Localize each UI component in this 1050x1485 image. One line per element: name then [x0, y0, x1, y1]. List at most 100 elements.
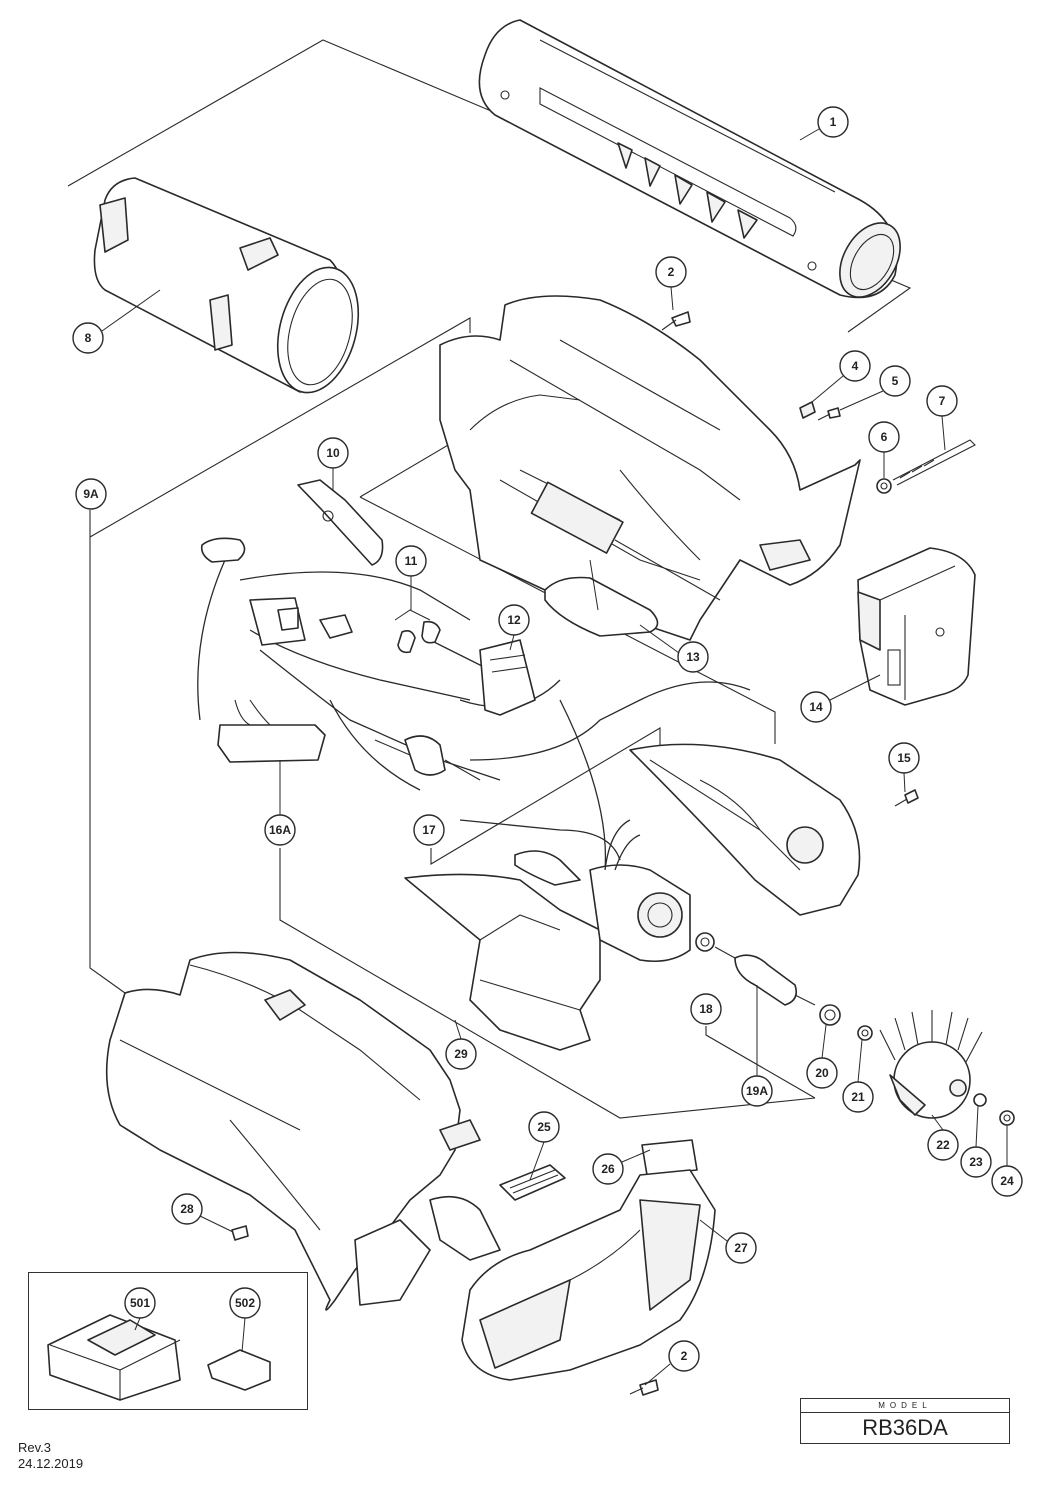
callout-c22: 22: [927, 1129, 959, 1161]
callout-circle: [528, 1111, 560, 1143]
callout-circle: [75, 478, 107, 510]
callout-number: 9A: [83, 487, 99, 501]
callout-c8: 8: [72, 322, 104, 354]
callout-c501: 501: [124, 1287, 156, 1319]
callout-number: 502: [235, 1296, 255, 1310]
callout-circle: [668, 1340, 700, 1372]
callout-c16A: 16A: [264, 814, 296, 846]
revision-number: Rev.3: [18, 1440, 51, 1455]
screws-and-small-parts: [629, 311, 976, 1396]
callout-circle: [229, 1287, 261, 1319]
callout-circle: [171, 1193, 203, 1225]
callout-circle: [592, 1153, 624, 1185]
callout-number: 17: [422, 823, 436, 837]
callout-number: 22: [936, 1138, 950, 1152]
callout-circle: [800, 691, 832, 723]
rotor-assembly: [695, 932, 873, 1041]
callout-c15: 15: [888, 742, 920, 774]
callout-number: 12: [507, 613, 521, 627]
callout-c14: 14: [800, 691, 832, 723]
callout-circle: [868, 421, 900, 453]
callout-number: 16A: [269, 823, 291, 837]
part-1-blower-pipe: [478, 19, 901, 299]
callout-c18: 18: [690, 993, 722, 1025]
callout-c24: 24: [991, 1165, 1023, 1197]
callout-number: 6: [881, 430, 888, 444]
callout-c5: 5: [879, 365, 911, 397]
part-22-fan: [879, 1010, 1015, 1126]
callout-c11: 11: [395, 545, 427, 577]
callout-circle: [498, 604, 530, 636]
callout-circle: [72, 322, 104, 354]
callout-c1: 1: [817, 106, 849, 138]
callout-circle: [839, 350, 871, 382]
part-25-filter: [499, 1164, 566, 1201]
callout-c29: 29: [445, 1038, 477, 1070]
part-27-bottom-cover: [461, 1169, 716, 1381]
callout-circle: [677, 641, 709, 673]
callout-number: 4: [852, 359, 859, 373]
callout-number: 14: [809, 700, 823, 714]
callout-c2a: 2: [655, 256, 687, 288]
part-17-motor-housing: [404, 819, 691, 1051]
callout-number: 10: [326, 446, 340, 460]
callout-circle: [960, 1146, 992, 1178]
callout-circle: [317, 437, 349, 469]
callout-number: 18: [699, 1002, 713, 1016]
callout-circle: [927, 1129, 959, 1161]
callout-number: 21: [851, 1090, 865, 1104]
callout-circle: [725, 1232, 757, 1264]
callout-c20: 20: [806, 1057, 838, 1089]
callout-c17: 17: [413, 814, 445, 846]
callout-circle: [879, 365, 911, 397]
callout-number: 15: [897, 751, 911, 765]
part-28-label: [231, 1225, 249, 1241]
leader-lines: [101, 128, 1008, 1386]
callout-number: 20: [815, 1066, 829, 1080]
callout-circle: [264, 814, 296, 846]
callout-number: 1: [830, 115, 837, 129]
callout-c9A: 9A: [75, 478, 107, 510]
revision-date: 24.12.2019: [18, 1456, 84, 1471]
callout-circle: [991, 1165, 1023, 1197]
callout-number: 28: [180, 1202, 194, 1216]
callout-number: 501: [130, 1296, 150, 1310]
part-9a-housing: [439, 295, 861, 641]
right-housing-half: [629, 743, 861, 916]
callout-number: 26: [601, 1162, 615, 1176]
callout-c26: 26: [592, 1153, 624, 1185]
callout-number: 2: [668, 265, 675, 279]
callout-c13: 13: [677, 641, 709, 673]
callout-circle: [690, 993, 722, 1025]
callout-circle: [806, 1057, 838, 1089]
callout-circle: [395, 545, 427, 577]
callout-circle: [445, 1038, 477, 1070]
model-header: MODEL: [801, 1399, 1009, 1413]
part-26-label: [641, 1139, 698, 1176]
callout-c12: 12: [498, 604, 530, 636]
callout-number: 24: [1000, 1174, 1014, 1188]
callout-circle: [741, 1075, 773, 1107]
callout-circle: [124, 1287, 156, 1319]
part-29-lower-housing: [105, 951, 501, 1311]
callout-c10: 10: [317, 437, 349, 469]
callout-number: 8: [85, 331, 92, 345]
part-13-label-plate: [544, 559, 659, 637]
callout-number: 11: [405, 554, 418, 568]
callout-number: 13: [686, 650, 700, 664]
callout-number: 29: [454, 1047, 468, 1061]
callout-c7: 7: [926, 385, 958, 417]
callout-circle: [926, 385, 958, 417]
callout-circle: [817, 106, 849, 138]
callout-number: 25: [537, 1120, 551, 1134]
callout-c19A: 19A: [741, 1075, 773, 1107]
callout-c25: 25: [528, 1111, 560, 1143]
callout-c21: 21: [842, 1081, 874, 1113]
callout-c502: 502: [229, 1287, 261, 1319]
callout-number: 2: [681, 1349, 688, 1363]
callout-circle: [413, 814, 445, 846]
revision-info: Rev.3 24.12.2019: [18, 1440, 83, 1472]
callout-circle: [888, 742, 920, 774]
